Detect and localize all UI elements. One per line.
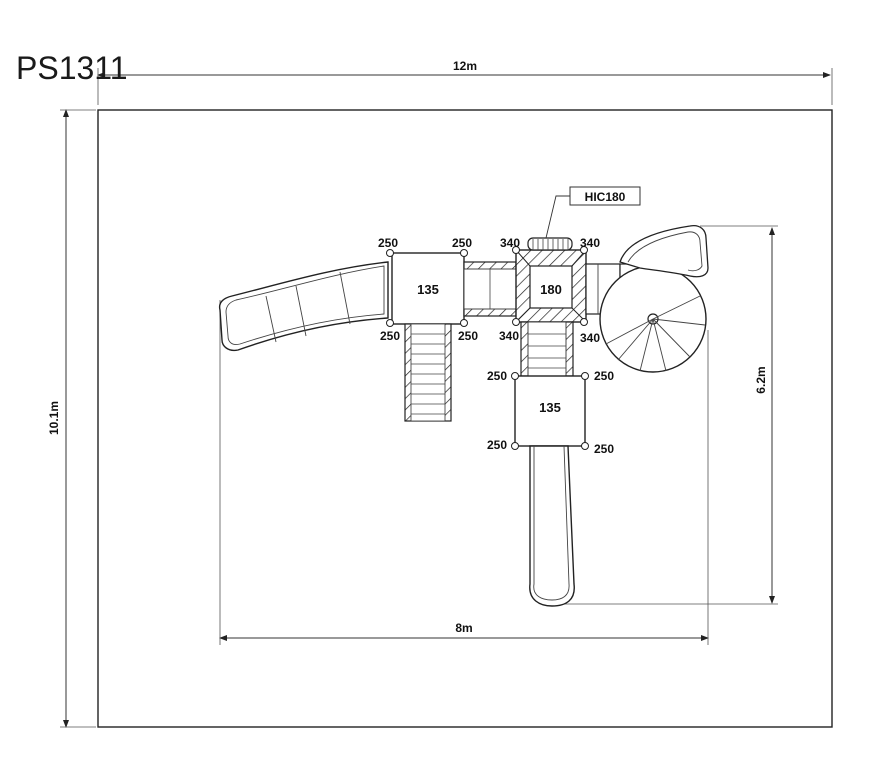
left-curved-slide [218, 261, 389, 352]
inner-height-label: 6.2m [754, 366, 768, 393]
lower-deck: 135 [514, 375, 586, 447]
safety-zone-boundary [97, 109, 833, 728]
post-height-labels: 250 250 250 250 340 340 340 340 250 250 … [378, 236, 614, 456]
post-label-center-br: 340 [580, 331, 600, 345]
inner-height-dimension: 6.2m [560, 225, 778, 605]
inner-width-dimension: 8m [219, 300, 709, 645]
center-deck-label: 180 [540, 282, 562, 297]
post-label-lower-tr: 250 [594, 369, 614, 383]
straight-slide [529, 445, 575, 607]
overall-height-label: 10.1m [47, 401, 61, 435]
left-deck: 135 [391, 252, 465, 325]
post-label-lower-br: 250 [594, 442, 614, 456]
tower-roof-panel [527, 237, 573, 251]
post-label-center-bl: 340 [499, 329, 519, 343]
left-ladder [404, 323, 452, 422]
post-label-left-br: 250 [458, 329, 478, 343]
left-deck-label: 135 [417, 282, 439, 297]
post-label-left-tr: 250 [452, 236, 472, 250]
post-label-lower-bl: 250 [487, 438, 507, 452]
post-label-left-tl: 250 [378, 236, 398, 250]
post-label-center-tr: 340 [580, 236, 600, 250]
tower-steps [520, 321, 574, 377]
post-label-lower-tl: 250 [487, 369, 507, 383]
spiral-slide [599, 224, 709, 373]
inner-width-label: 8m [455, 621, 472, 635]
lower-deck-label: 135 [539, 400, 561, 415]
overall-width-label: 12m [453, 59, 477, 73]
post-label-center-tl: 340 [500, 236, 520, 250]
post-markers [386, 246, 589, 450]
callout-label: HIC180 [585, 190, 626, 204]
overall-height-dimension: 10.1m [47, 109, 96, 728]
center-tower: 180 [515, 249, 587, 323]
overall-width-dimension: 12m [97, 59, 833, 105]
hic180-callout: HIC180 [545, 186, 641, 239]
post-label-left-bl: 250 [380, 329, 400, 343]
connecting-bridge [463, 261, 517, 317]
page-title: PS1311 [16, 50, 128, 86]
